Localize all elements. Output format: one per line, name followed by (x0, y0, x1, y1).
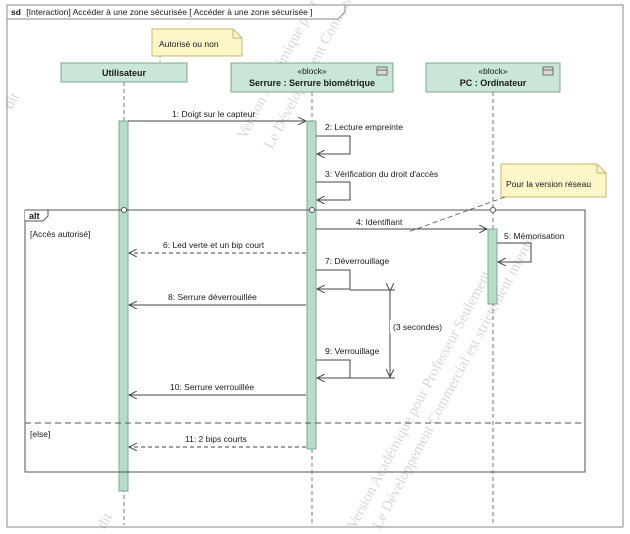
note-network-anchor (407, 196, 506, 233)
activation-lock (306, 120, 317, 450)
message-6-label: 6: Led verte et un bip court (163, 240, 265, 250)
message-7-label: 7: Déverrouillage (325, 256, 390, 266)
lifeline-user-name: Utilisateur (102, 68, 147, 78)
lifeline-pc-name: PC : Ordinateur (460, 78, 527, 88)
duration-constraint: (3 secondes) (350, 290, 442, 379)
lifeline-gate-pc (490, 207, 496, 213)
lifeline-lock-name: Serrure : Serrure biométrique (249, 78, 375, 88)
alt-fragment: alt [Accès autorisé] [else] (24, 209, 586, 473)
lifeline-gate-lock (309, 207, 315, 213)
message-5-arrow (497, 242, 532, 262)
message-2-label: 2: Lecture empreinte (325, 122, 403, 132)
alt-operator: alt (29, 211, 40, 221)
message-8-label: 8: Serrure déverrouillée (168, 292, 257, 302)
block-icon (376, 66, 388, 76)
message-3-arrow (316, 181, 351, 200)
note-network-text: Pour la version réseau (506, 179, 591, 189)
message-7-arrow (316, 269, 351, 289)
guard-else: [else] (30, 429, 50, 439)
activation-user (118, 120, 129, 492)
message-2-arrow (316, 135, 351, 154)
watermark-left-b: dit (94, 510, 116, 532)
note-authorized: Autorisé ou non (151, 28, 243, 63)
message-9-arrow (316, 359, 351, 378)
lifeline-lock-stereotype: «block» (297, 66, 327, 76)
note-network: Pour la version réseau (407, 163, 607, 233)
lifeline-head-lock[interactable]: «block» Serrure : Serrure biométrique (230, 62, 394, 93)
lifeline-head-user[interactable]: Utilisateur (60, 62, 188, 83)
lifeline-pc-stereotype: «block» (478, 66, 508, 76)
note-authorized-text: Autorisé ou non (159, 39, 219, 49)
message-1-label: 1: Doigt sur le capteur (172, 109, 255, 119)
message-4-label: 4: Identifiant (356, 217, 403, 227)
message-5-label: 5: Mémorisation (504, 231, 565, 241)
activation-pc (487, 228, 498, 305)
duration-label: (3 secondes) (393, 322, 442, 332)
message-3-label: 3: Vérification du droit d'accès (325, 169, 438, 179)
frame-label-tab (6, 4, 346, 20)
message-10-label: 10: Serrure verrouillée (170, 382, 254, 392)
block-icon (542, 66, 554, 76)
frame-label: sd [Interaction] Accéder à une zone sécu… (11, 7, 313, 17)
message-9-label: 9: Verrouillage (325, 346, 380, 356)
lifeline-gate-user (121, 207, 127, 213)
guard-access-granted: [Accès autorisé] (30, 229, 90, 239)
message-11-label: 11: 2 bips courts (185, 434, 247, 444)
lifeline-head-pc[interactable]: «block» PC : Ordinateur (425, 62, 561, 93)
